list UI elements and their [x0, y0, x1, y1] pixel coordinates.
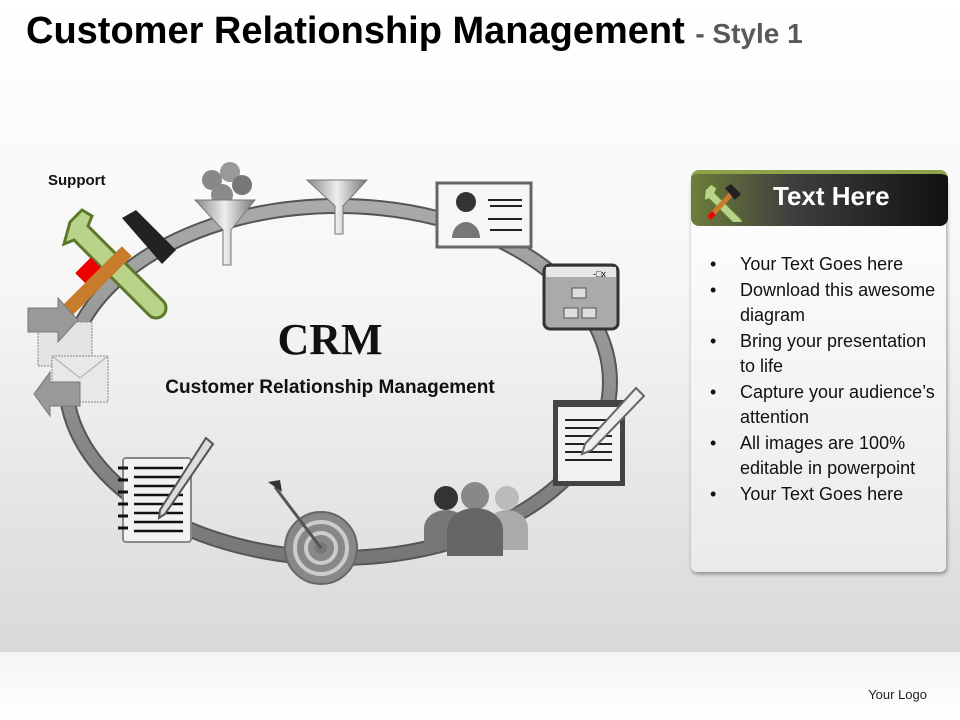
org-chart-window-icon: -□x: [542, 263, 620, 331]
tools-icon: [703, 183, 743, 222]
contact-card-icon: [435, 181, 533, 249]
title-suffix: - Style 1: [695, 18, 803, 49]
funnel-icon: [305, 179, 369, 235]
text-panel-header: Text Here: [691, 170, 948, 226]
people-group-icon: [424, 482, 528, 556]
list-item: Your Text Goes here: [708, 482, 938, 508]
list-item: Your Text Goes here: [708, 252, 938, 278]
support-label: Support: [48, 172, 106, 189]
title-main: Customer Relationship Management: [26, 10, 685, 52]
crm-subtitle: Customer Relationship Management: [165, 377, 495, 398]
money-funnel-icon: [193, 162, 257, 266]
crm-title: CRM: [277, 315, 383, 364]
bullet-list: Your Text Goes here Download this awesom…: [708, 252, 938, 507]
email-exchange-icon: [27, 296, 109, 418]
dart-target-icon: [268, 480, 358, 585]
list-item: Download this awesome diagram: [708, 278, 938, 329]
slide-title: Customer Relationship Management - Style…: [26, 10, 803, 53]
notepad-pen-icon: [118, 436, 215, 543]
footer-band: [0, 652, 960, 720]
clipboard-pencil-icon: [553, 386, 646, 486]
text-panel-heading: Text Here: [773, 181, 890, 211]
list-item: Capture your audience’s attention: [708, 380, 938, 431]
list-item: All images are 100% editable in powerpoi…: [708, 431, 938, 482]
tools-icon: [58, 208, 176, 320]
svg-text:-□x: -□x: [593, 269, 606, 279]
logo-placeholder: Your Logo: [868, 687, 927, 702]
list-item: Bring your presentation to life: [708, 329, 938, 380]
